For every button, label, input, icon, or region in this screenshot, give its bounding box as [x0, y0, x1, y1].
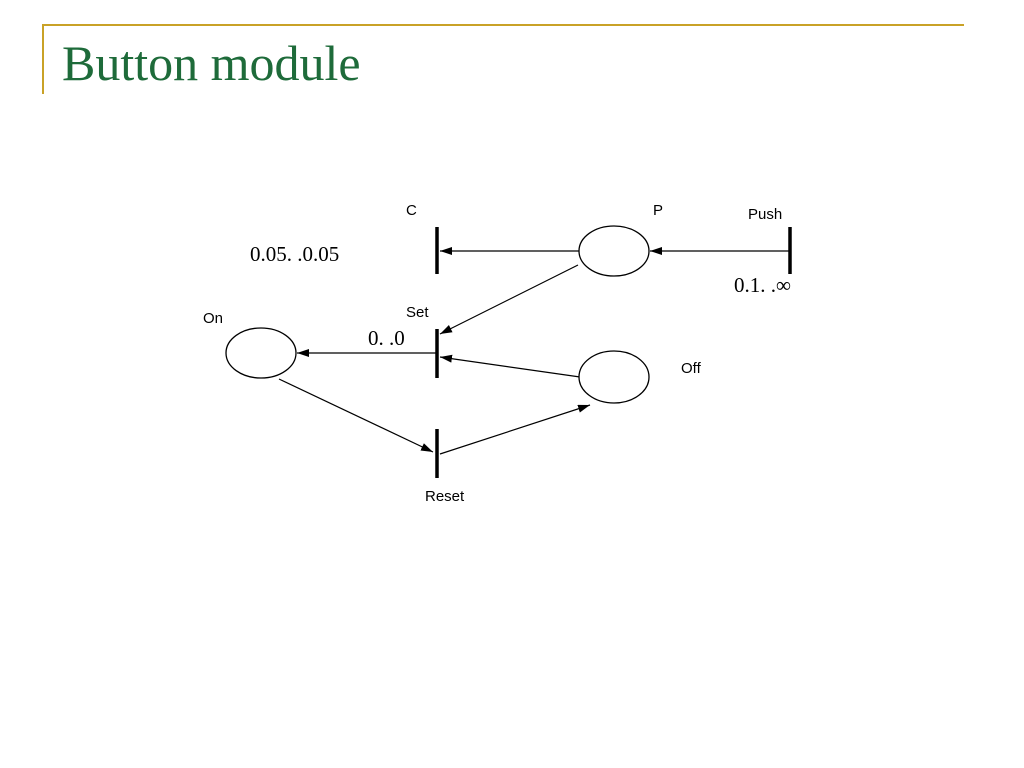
- transition-c-label: C: [406, 202, 417, 219]
- arc-off-to-set: [439, 354, 581, 378]
- transition-push-label: Push: [748, 206, 782, 223]
- place-off-label: Off: [681, 360, 702, 377]
- arc-reset-to-off: [439, 404, 591, 455]
- title-accent-line-top: [42, 24, 964, 26]
- place-on-label: On: [203, 310, 223, 327]
- place-on: [225, 327, 297, 379]
- transition-push-interval: 0.1. .∞: [734, 273, 791, 297]
- title-accent-line-left: [42, 24, 44, 94]
- transition-set-interval: 0. .0: [368, 326, 405, 350]
- transition-set-label: Set: [406, 304, 429, 321]
- place-off: [578, 350, 650, 404]
- arc-on-to-reset: [278, 378, 434, 453]
- slide-title: Button module: [62, 35, 361, 91]
- arc-p-to-set: [439, 264, 579, 335]
- transition-reset-label: Reset: [425, 488, 465, 505]
- place-p-label: P: [653, 202, 663, 219]
- transition-c-interval: 0.05. .0.05: [250, 242, 339, 266]
- place-p: [578, 225, 650, 277]
